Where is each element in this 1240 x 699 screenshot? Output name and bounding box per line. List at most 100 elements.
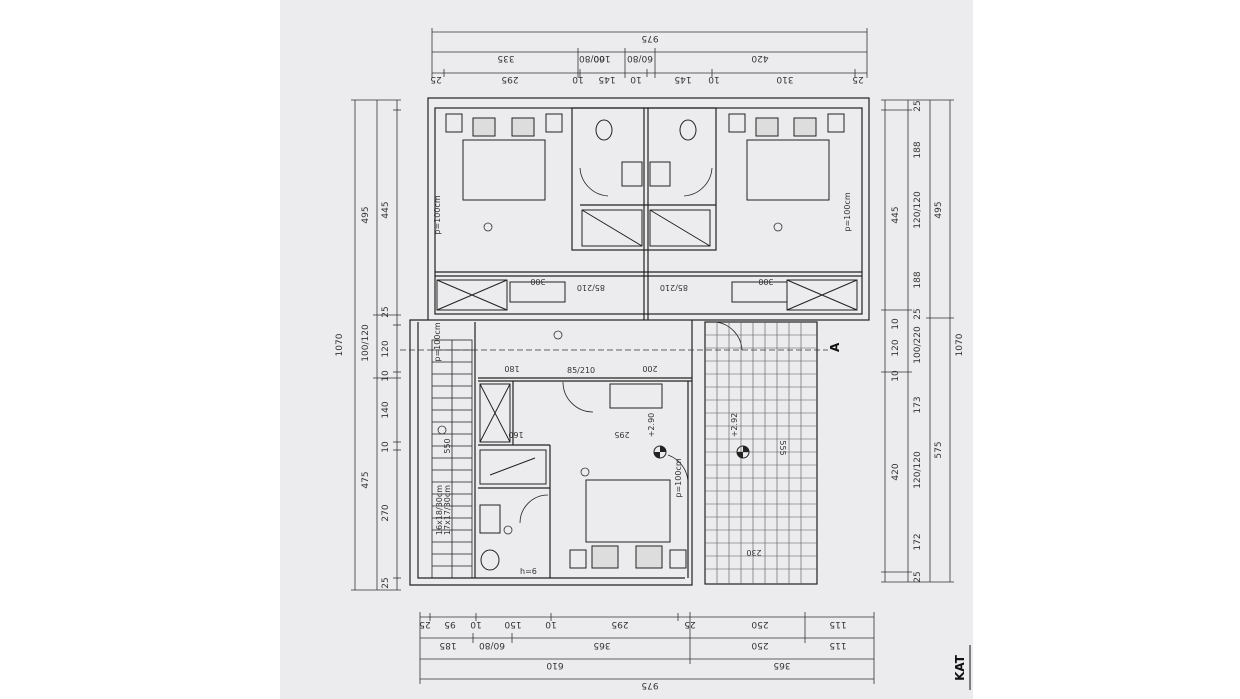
door-label-2: 85/210 <box>660 283 688 292</box>
sheet-title: KAT <box>953 654 967 681</box>
bottom-dim-total: 975 <box>641 680 658 690</box>
parapet-label-2: p=100cm <box>843 192 852 231</box>
top-dim-25-left: 25 <box>430 74 441 84</box>
parapet-label-3: p=100cm <box>433 322 442 361</box>
bottom-dim-150: 150 <box>504 619 521 629</box>
bottom-dim-365-b: 365 <box>773 660 790 670</box>
parapet-label-1: p=100cm <box>433 195 442 234</box>
top-dim-335: 335 <box>497 53 514 63</box>
sheet-title-group: KAT <box>953 645 971 690</box>
top-dim-100: 100 <box>593 53 610 63</box>
drawing-sheet: 975 335 100 60/80 60/80 420 25 295 10 14… <box>280 0 973 699</box>
stair-note-1: 16x18/30cm <box>435 485 444 535</box>
dim-label-160: 160 <box>508 430 523 439</box>
bed-top-right <box>746 139 830 201</box>
top-dim-420: 420 <box>751 53 768 63</box>
bottom-dim-115-b: 115 <box>829 640 846 650</box>
right-dimension-chains <box>881 99 954 583</box>
bottom-dim-610: 610 <box>546 660 563 670</box>
top-dim-145-b: 145 <box>674 74 691 84</box>
right-dim-188-b: 188 <box>913 271 923 288</box>
left-dimension-chains <box>351 99 401 591</box>
right-dim-173: 173 <box>913 396 923 413</box>
bottom-dim-250-b: 250 <box>751 640 768 650</box>
level-label-1: +2.90 <box>647 413 656 438</box>
right-dim-188-a: 188 <box>913 141 923 158</box>
parapet-label-4: p=100cm <box>674 458 683 497</box>
bottom-dim-95: 95 <box>444 619 455 629</box>
right-dim-172: 172 <box>913 533 923 550</box>
bottom-dimension-texts: 25 95 10 150 10 295 25 250 115 185 60/80… <box>419 619 846 690</box>
right-dim-120: 120 <box>891 339 901 356</box>
dim-label-180: 180 <box>504 364 519 373</box>
right-dim-25-b: 25 <box>913 308 923 319</box>
top-dim-25-right: 25 <box>852 74 863 84</box>
top-dim-10-c: 10 <box>708 74 720 84</box>
right-dim-445: 445 <box>891 206 901 223</box>
left-dim-10-a: 10 <box>381 370 391 382</box>
right-dim-495: 495 <box>934 201 944 218</box>
left-dim-475: 475 <box>361 471 371 488</box>
top-dim-310: 310 <box>776 74 793 84</box>
left-dim-100-120: 100/120 <box>361 324 371 362</box>
dim-label-200: 200 <box>642 364 657 373</box>
top-dim-10-b: 10 <box>630 74 642 84</box>
right-dim-100-220: 100/220 <box>913 326 923 364</box>
left-dim-445: 445 <box>381 201 391 218</box>
bottom-dim-6080: 60/80 <box>479 640 505 650</box>
left-dim-120: 120 <box>381 340 391 357</box>
building-walls <box>409 97 870 586</box>
left-dimension-texts: 1070 495 100/120 475 445 25 120 10 140 1… <box>335 201 391 588</box>
top-dim-10-a: 10 <box>572 74 584 84</box>
section-mark-label: A <box>828 342 842 352</box>
left-dim-10-b: 10 <box>381 441 391 453</box>
right-dim-10: 10 <box>891 370 901 382</box>
left-dim-1070: 1070 <box>335 333 345 356</box>
bottom-dim-115-a: 115 <box>829 619 846 629</box>
top-dimension-texts: 975 335 100 60/80 60/80 420 25 295 10 14… <box>430 33 863 84</box>
furniture <box>436 113 858 571</box>
bed-top-left <box>462 139 546 201</box>
dim-label-555: 555 <box>778 440 787 455</box>
staircase <box>431 339 473 579</box>
right-dim-25-a: 25 <box>913 100 923 111</box>
bottom-dim-250-a: 250 <box>751 619 768 629</box>
bottom-dim-10-b: 10 <box>545 619 557 629</box>
bed-lower <box>585 479 671 543</box>
right-dimension-texts: 1070 495 575 25 188 120/120 188 25 100/2… <box>891 100 965 582</box>
top-dim-6080-left: 60/80 <box>579 53 605 63</box>
top-dim-145-a: 145 <box>598 74 615 84</box>
room-labels: 85/210 85/210 85/210 180 200 160 295 550… <box>433 192 852 576</box>
left-dim-25-a: 25 <box>381 306 391 317</box>
room-marks <box>437 222 783 535</box>
right-dim-25-c: 25 <box>913 571 923 582</box>
bottom-dim-185: 185 <box>439 640 456 650</box>
dim-label-230: 230 <box>746 548 761 557</box>
top-dim-6080-right: 60/80 <box>627 53 653 63</box>
left-dim-270: 270 <box>381 504 391 521</box>
bottom-dim-10-a: 10 <box>470 619 482 629</box>
left-dim-495: 495 <box>361 206 371 223</box>
terrace-tiles <box>705 322 817 584</box>
bottom-dim-295: 295 <box>611 619 628 629</box>
bottom-dim-365-a: 365 <box>593 640 610 650</box>
bottom-dimension-chains <box>419 612 875 684</box>
stair-note-2: 17x17/30cm <box>443 485 452 535</box>
level-markers <box>653 445 750 459</box>
floor-plan-drawing: 975 335 100 60/80 60/80 420 25 295 10 14… <box>335 28 971 690</box>
door-swings <box>519 167 743 524</box>
top-dimension-chains <box>431 28 868 78</box>
door-label-1: 85/210 <box>577 283 605 292</box>
right-dim-575: 575 <box>934 441 944 458</box>
bottom-dim-25-b: 25 <box>684 619 695 629</box>
level-label-2: +2.92 <box>730 413 739 438</box>
dim-label-300-a: 300 <box>530 277 545 286</box>
top-dim-total: 975 <box>641 33 658 43</box>
door-label-3: 85/210 <box>567 366 595 375</box>
right-dim-120-120-b: 120/120 <box>913 451 923 489</box>
dim-label-300-b: 300 <box>758 277 773 286</box>
right-dim-10-b: 10 <box>891 318 901 330</box>
section-mark: A <box>828 342 842 352</box>
dim-label-295: 295 <box>614 430 629 439</box>
bottom-dim-25-a: 25 <box>419 619 430 629</box>
